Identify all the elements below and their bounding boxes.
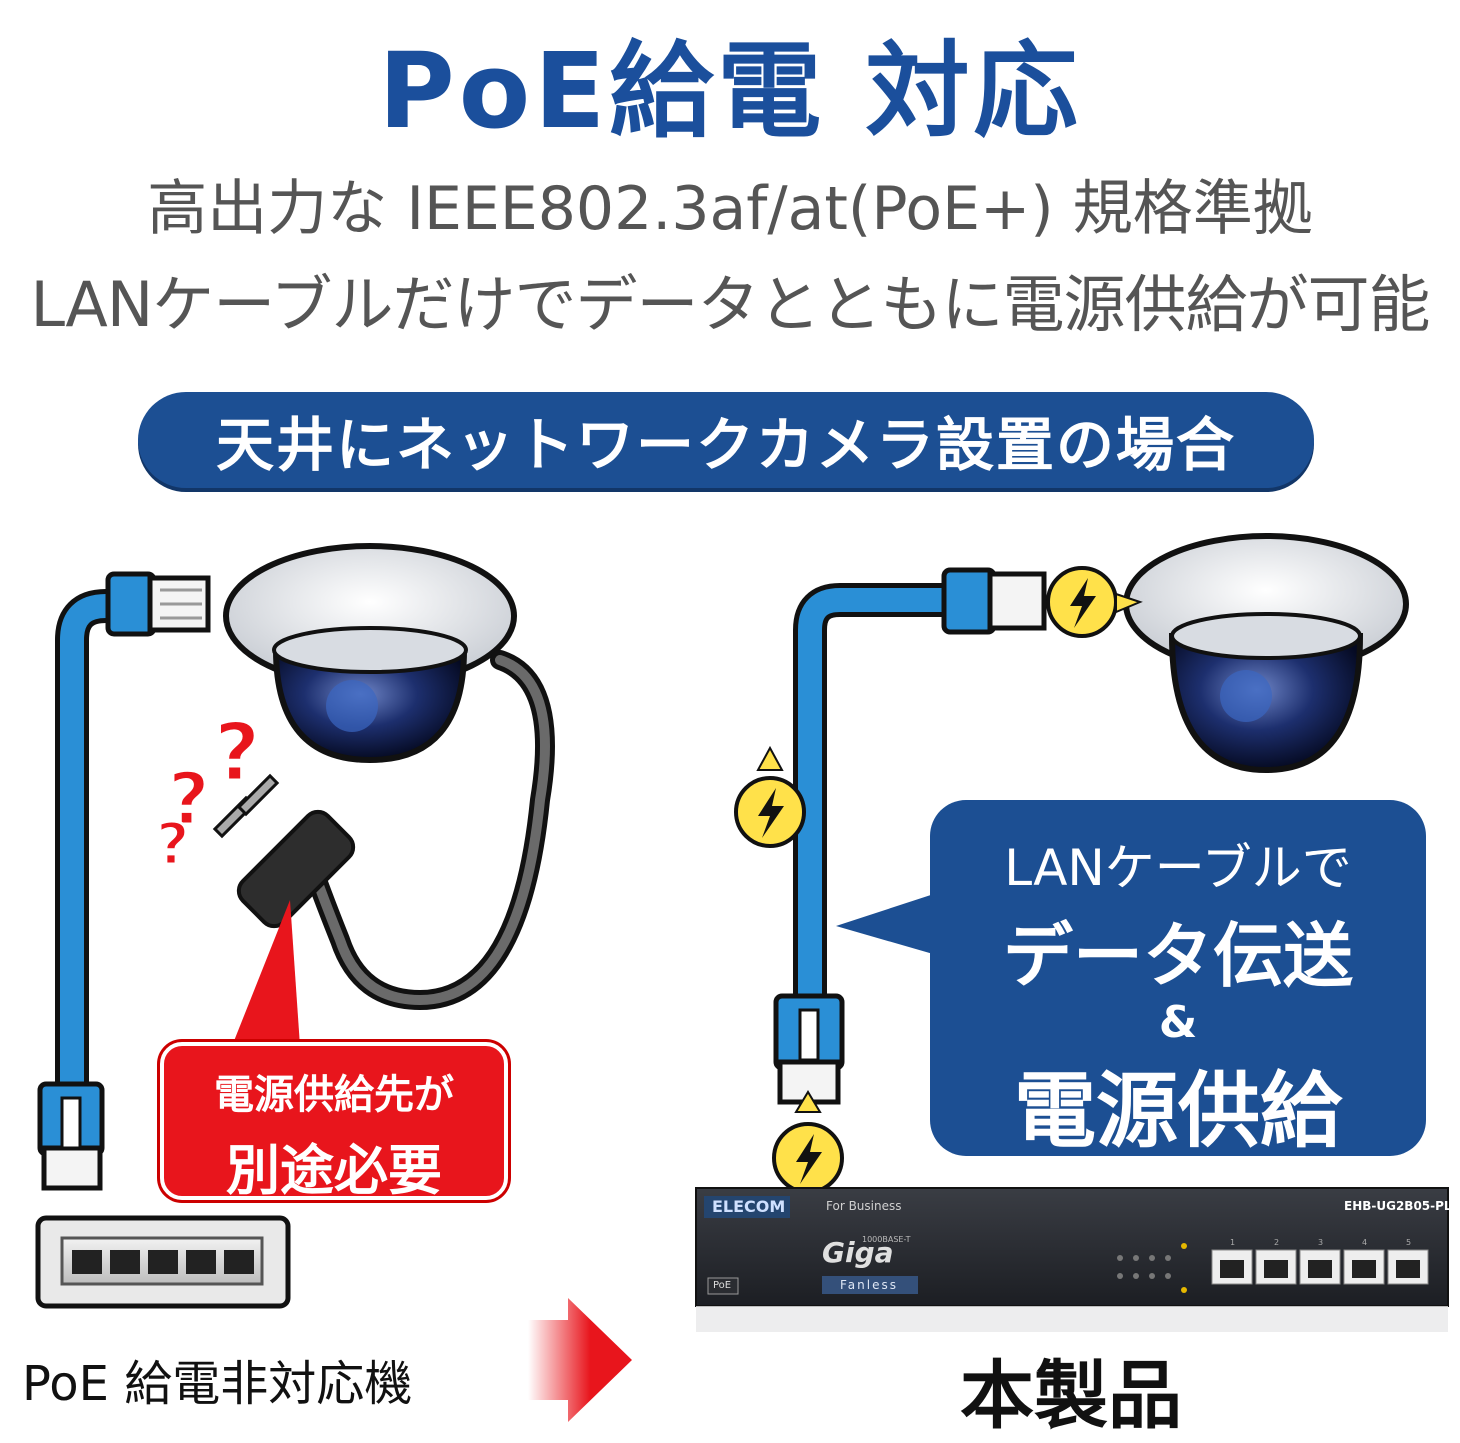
- lan-connector-icon: [105, 571, 211, 637]
- switch-giga-sub: 1000BASE-T: [862, 1235, 911, 1244]
- callout-poe-line1: LANケーブルで: [1004, 839, 1352, 897]
- lan-connector-icon: [773, 993, 845, 1105]
- callout-power-required-line1: 電源供給先が: [214, 1072, 454, 1118]
- scenario-banner: 天井にネットワークカメラ設置の場合: [138, 392, 1314, 488]
- callout-pointer-blue: [836, 892, 940, 956]
- caption-non-poe-device: PoE 給電非対応機: [22, 1356, 413, 1412]
- subtitle-description: LANケーブルだけでデータとともに電源供給が可能: [30, 268, 1430, 341]
- callout-poe-line3: &: [1158, 997, 1198, 1048]
- lan-cable-right: [793, 583, 967, 1017]
- svg-text:?: ?: [156, 810, 190, 878]
- callout-power-required-line2: 別途必要: [226, 1139, 442, 1202]
- callout-power-required: 電源供給先が 別途必要: [160, 1042, 508, 1202]
- subtitle-standard: 高出力な IEEE802.3af/at(PoE+) 規格準拠: [147, 174, 1313, 244]
- lightning-bolt-icon: [1046, 566, 1143, 638]
- lan-connector-icon: [37, 1081, 105, 1191]
- switch-ports: [1211, 1249, 1429, 1285]
- page-title: PoE給電 対応: [378, 30, 1082, 152]
- callout-poe-line4: 電源供給: [1013, 1064, 1342, 1159]
- switch-model: EHB-UG2B05-PL: [1344, 1199, 1452, 1213]
- caption-this-product: 本製品: [960, 1353, 1182, 1439]
- dome-camera-icon: [223, 543, 517, 764]
- callout-pointer-red: [232, 900, 300, 1046]
- lightning-bolt-icon: [734, 745, 806, 848]
- switch-for-business: For Business: [826, 1199, 902, 1213]
- callout-poe-benefit: LANケーブルで データ伝送 & 電源供給: [930, 800, 1426, 1159]
- power-plug-icon: [212, 773, 356, 929]
- svg-text:?: ?: [214, 706, 260, 799]
- port-number: 5: [1406, 1238, 1412, 1247]
- switch-giga: Giga: [822, 1236, 894, 1269]
- arrow-right-icon: [528, 1298, 632, 1422]
- non-poe-hub: [35, 1215, 291, 1309]
- svg-text:?: ?: [168, 757, 210, 841]
- lan-connector-icon: [941, 567, 1047, 635]
- lan-cable-left: [55, 589, 137, 1107]
- port-number: 3: [1318, 1238, 1324, 1247]
- question-mark-icon: ? ? ?: [155, 705, 262, 880]
- switch-poe-label: PoE: [713, 1280, 732, 1291]
- dome-camera-icon: [1123, 533, 1409, 774]
- poe-switch: [695, 1187, 1449, 1332]
- port-number: 4: [1362, 1238, 1368, 1247]
- callout-poe-line2: データ伝送: [1003, 915, 1353, 997]
- port-number: 1: [1230, 1238, 1236, 1247]
- status-leds: [1117, 1243, 1187, 1293]
- power-cord: [300, 650, 555, 1011]
- port-number: 2: [1274, 1238, 1280, 1247]
- switch-fanless: Fanless: [840, 1278, 898, 1292]
- switch-brand: ELECOM: [712, 1197, 786, 1216]
- scenario-banner-text: 天井にネットワークカメラ設置の場合: [215, 411, 1236, 479]
- lightning-bolt-icon: [772, 1090, 844, 1194]
